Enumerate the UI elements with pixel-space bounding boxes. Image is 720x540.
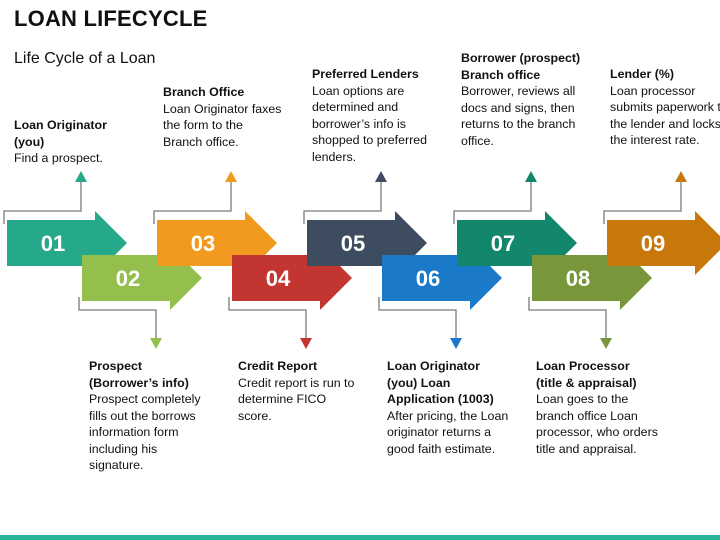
connector-line xyxy=(153,180,232,224)
page-subtitle: Life Cycle of a Loan xyxy=(14,50,156,67)
connector-line xyxy=(3,180,82,224)
step-number: 05 xyxy=(341,231,365,256)
step-number: 02 xyxy=(116,266,140,291)
connector-line xyxy=(378,297,457,340)
step-description: Borrower, reviews all docs and signs, th… xyxy=(461,84,576,148)
step-title: Branch Office xyxy=(163,85,245,99)
connector-arrowhead xyxy=(225,171,237,182)
step-description: After pricing, the Loan originator retur… xyxy=(387,408,509,456)
connector-arrowhead xyxy=(150,338,162,349)
step-description: Find a prospect. xyxy=(14,151,103,165)
step-description: Credit report is run to determine FICO s… xyxy=(238,375,355,423)
connector-line xyxy=(603,180,682,224)
step-title: Prospect (Borrower’s info) xyxy=(89,359,189,390)
connector-arrowhead xyxy=(75,171,87,182)
step-label-08: Loan Processor (title & appraisal)Loan g… xyxy=(536,358,658,457)
step-number: 09 xyxy=(641,231,665,256)
step-description: Loan Originator faxes the form to the Br… xyxy=(163,101,282,149)
connector-line xyxy=(303,180,382,224)
step-title: Loan Originator (you) xyxy=(14,118,107,149)
connector-line xyxy=(78,297,157,340)
connector-arrowhead xyxy=(525,171,537,182)
step-title: Preferred Lenders xyxy=(312,67,419,81)
step-arrow xyxy=(607,211,720,275)
step-number: 07 xyxy=(491,231,515,256)
step-label-02: Prospect (Borrower’s info)Prospect compl… xyxy=(89,358,211,474)
step-label-06: Loan Originator (you) Loan Application (… xyxy=(387,358,509,457)
step-description: Loan processor submits paperwork to the … xyxy=(610,83,720,148)
step-number: 08 xyxy=(566,266,590,291)
connector-line xyxy=(528,297,607,340)
step-title: Borrower (prospect) Branch office xyxy=(461,51,581,82)
step-title: Lender (%) xyxy=(610,67,675,81)
step-description: Prospect completely fills out the borrow… xyxy=(89,392,201,472)
connector-line xyxy=(453,180,532,224)
step-title: Loan Originator (you) Loan Application (… xyxy=(387,359,494,406)
connector-arrowhead xyxy=(375,171,387,182)
step-label-09: Lender (%) Loan processor submits paperwo… xyxy=(610,66,720,149)
step-number: 04 xyxy=(266,266,291,291)
step-09: 09 xyxy=(603,171,720,275)
connector-arrowhead xyxy=(675,171,687,182)
step-number: 01 xyxy=(41,231,65,256)
connector-arrowhead xyxy=(450,338,462,349)
bottom-accent-bar xyxy=(0,535,720,540)
connector-line xyxy=(228,297,307,340)
step-title: Loan Processor (title & appraisal) xyxy=(536,359,637,390)
step-description: Loan goes to the branch office Loan proc… xyxy=(536,392,658,456)
connector-arrowhead xyxy=(300,338,312,349)
step-number: 03 xyxy=(191,231,215,256)
page-title: LOAN LIFECYCLE xyxy=(14,6,208,31)
step-number: 06 xyxy=(416,266,440,291)
connector-arrowhead xyxy=(600,338,612,349)
step-title: Credit Report xyxy=(238,359,318,373)
step-label-01: Loan Originator (you) Find a prospect. xyxy=(14,117,136,167)
step-description: Loan options are determined and borrower… xyxy=(312,83,428,164)
